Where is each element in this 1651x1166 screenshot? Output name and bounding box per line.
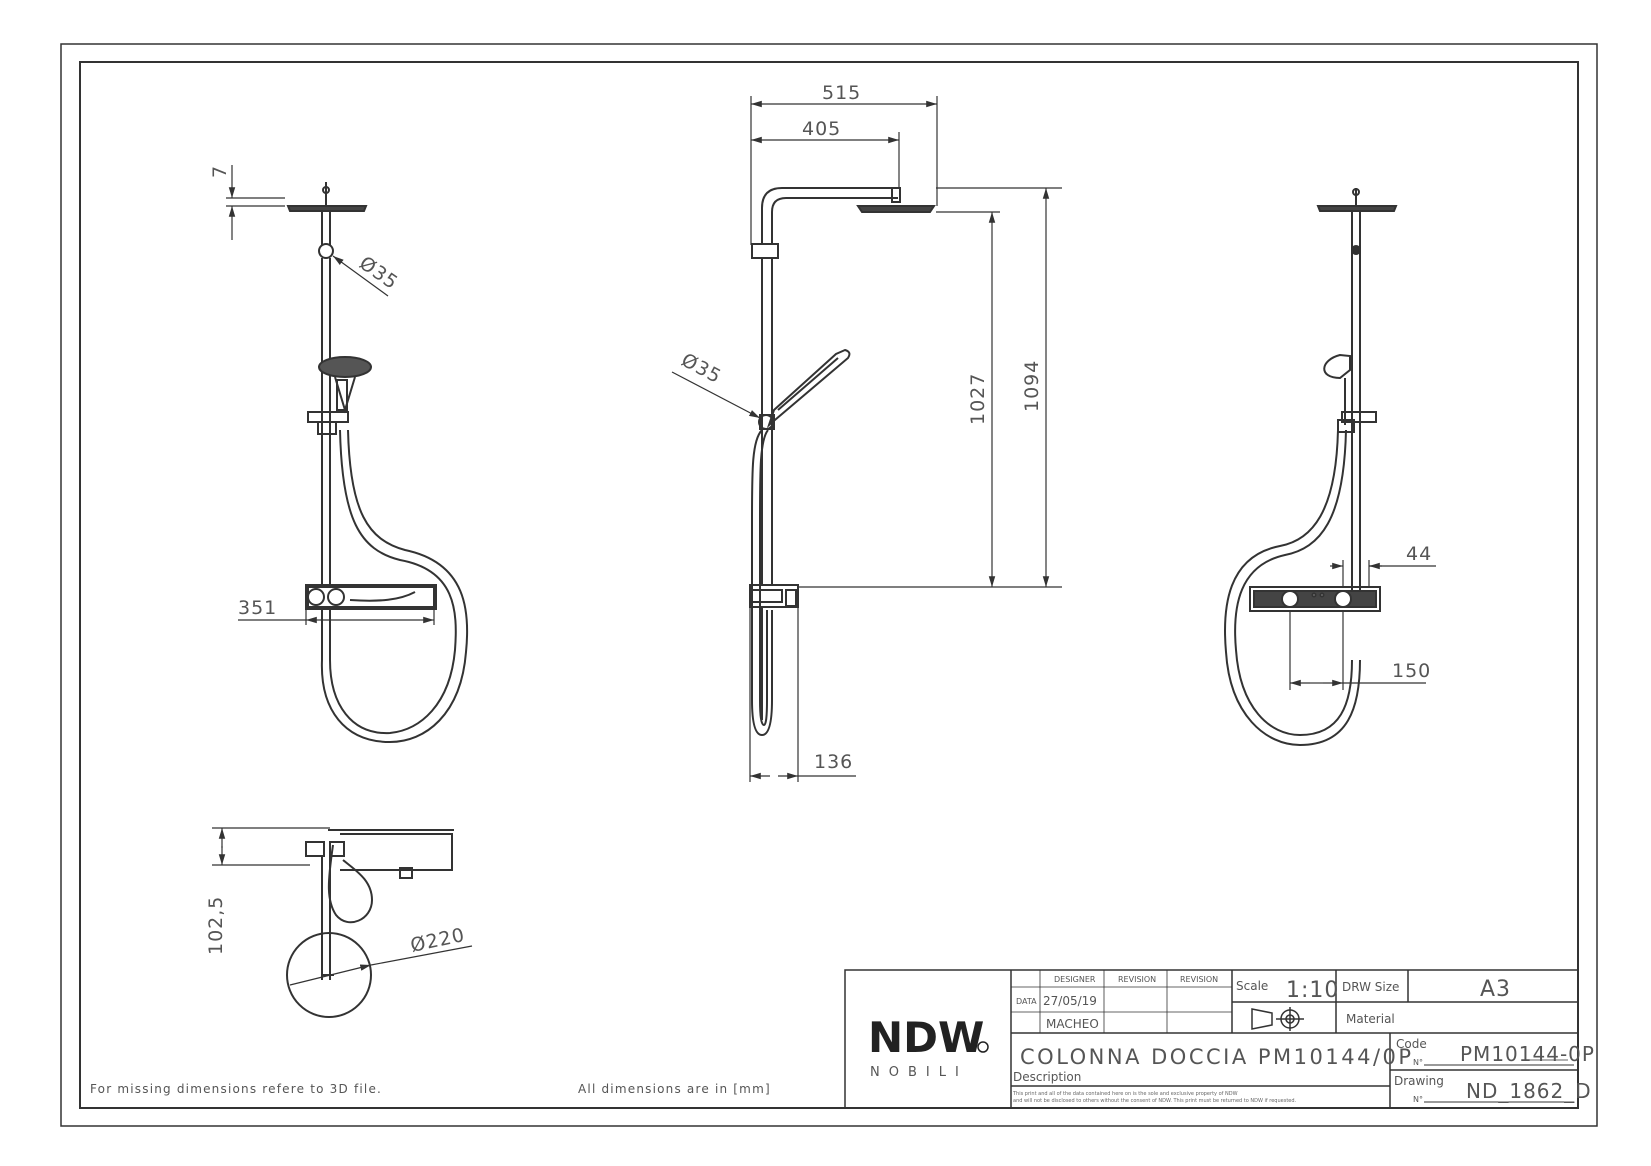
dim-44: 44 [1406, 543, 1432, 565]
note-missing-dimensions: For missing dimensions refere to 3D file… [90, 1082, 382, 1096]
description-value: COLONNA DOCCIA PM10144/0P [1020, 1045, 1414, 1069]
dim-1094: 1094 [1021, 360, 1043, 412]
scale-label: Scale [1236, 979, 1268, 993]
title-block-grid [844, 969, 1579, 1109]
front-view [286, 182, 469, 744]
outer-frame [60, 43, 1598, 1127]
code-value: PM10144-0P [1460, 1042, 1595, 1066]
back-view [1223, 188, 1398, 747]
side-view-dimensions [671, 96, 1062, 782]
front-view-dimensions [226, 165, 435, 625]
dim-515: 515 [822, 82, 861, 104]
dim-102-5: 102,5 [205, 896, 227, 955]
dim-136: 136 [814, 751, 853, 773]
drawing-label: Drawing [1394, 1074, 1444, 1088]
inner-frame [79, 61, 1579, 1109]
dim-diameter-35-side: Ø35 [678, 349, 726, 388]
drawing-value: ND_1862_D [1466, 1079, 1592, 1103]
designer-name: MACHEO [1046, 1017, 1099, 1031]
dim-diameter-35-front: Ø35 [355, 252, 402, 294]
date-value: 27/05/19 [1043, 994, 1097, 1008]
title-block-subgrid [1011, 970, 1568, 1061]
projection-symbol-icon [1251, 1007, 1304, 1031]
legal-line-2: and will not be disclosed to others with… [1013, 1098, 1297, 1104]
header-revision-1: REVISION [1118, 975, 1156, 984]
dim-405: 405 [802, 118, 841, 140]
legal-line-1: This print and all of the data contained… [1012, 1091, 1238, 1097]
code-no-label: N° [1413, 1058, 1423, 1067]
back-view-dimensions [1289, 560, 1436, 690]
top-view-dimensions [212, 827, 473, 986]
logo-registered-mark [977, 1041, 989, 1053]
dim-7: 7 [209, 165, 231, 178]
dim-351: 351 [238, 597, 277, 619]
drw-size-value: A3 [1480, 977, 1511, 1002]
ndw-logo: NDW [868, 1013, 984, 1062]
side-view [749, 187, 936, 737]
logo-subtitle: NOBILI [870, 1065, 968, 1080]
header-designer: DESIGNER [1054, 975, 1096, 984]
drw-size-label: DRW Size [1342, 980, 1399, 994]
drawing-no-label: N° [1413, 1095, 1423, 1104]
header-revision-2: REVISION [1180, 975, 1218, 984]
dim-150: 150 [1392, 660, 1431, 682]
dim-1027: 1027 [967, 373, 989, 425]
code-label: Code [1396, 1037, 1427, 1051]
note-units: All dimensions are in [mm] [578, 1082, 771, 1096]
description-label: Description [1013, 1070, 1081, 1084]
top-view [286, 829, 454, 1018]
scale-value: 1:10 [1286, 978, 1339, 1003]
material-label: Material [1346, 1012, 1395, 1026]
date-label: DATA [1016, 997, 1037, 1006]
